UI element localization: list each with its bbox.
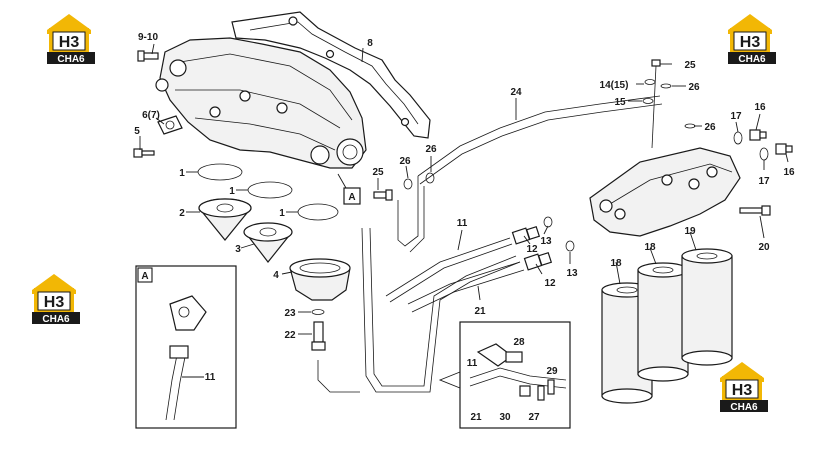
washer-17a [733,131,743,145]
callout-25a: 25 [372,167,384,178]
callout-21: 21 [474,306,486,317]
o-ring-1a [197,163,243,181]
filter-head-manifold [589,147,741,237]
banjo-bolt-25a [373,189,393,201]
logo-top-right: H3 CHA6 [728,14,776,65]
bolt-25b [651,59,661,149]
callout-1c: 1 [279,208,285,219]
return-pipe [317,227,521,393]
gasket-part [231,11,431,139]
filter-cup-4 [289,258,351,301]
plug-16a [749,129,767,141]
leader-lines [139,43,789,335]
svg-text:CHA6: CHA6 [730,402,758,413]
washer-17b [759,147,769,161]
detail-b-frame [459,321,571,429]
callout-labels: 9-10 8 6(7) 5 1 1 1 2 3 4 23 22 A 24 25 … [134,32,795,341]
svg-text:H3: H3 [59,34,80,51]
callout-23: 23 [284,308,296,319]
callout-8: 8 [367,38,373,49]
seal-23 [311,309,325,315]
callout-16a: 16 [754,102,766,113]
detail-a-title: A [141,271,148,282]
bolt-9-10 [137,50,159,62]
svg-text:H3: H3 [740,34,761,51]
callout-6-7: 6(7) [142,110,160,121]
filter-bowl-2 [198,198,252,241]
callout-25b: 25 [684,60,696,71]
pipe-11-21 [385,237,525,313]
detail-b-callout-11: 11 [467,358,478,369]
callout-26c: 26 [688,82,700,93]
washer-13b [565,240,575,252]
callout-9-10: 9-10 [138,32,158,43]
callout-17b: 17 [758,176,770,187]
callout-15: 15 [614,97,626,108]
detail-b-callout-27: 27 [528,412,540,423]
washer-26b [425,172,435,184]
detail-a-frame [135,265,237,429]
screw-5 [133,148,155,158]
detail-a-callout-11: 11 [205,372,216,383]
svg-text:H3: H3 [732,382,753,399]
callout-18b: 18 [644,242,656,253]
logo-top-left: H3 CHA6 [47,14,95,65]
callout-24: 24 [510,87,522,98]
callout-a-main: A [348,192,355,203]
callout-2: 2 [179,208,185,219]
callout-3: 3 [235,244,241,255]
detail-b-callout-30: 30 [499,412,511,423]
callout-11a: 11 [457,218,468,229]
svg-text:CHA6: CHA6 [738,54,766,65]
callout-1b: 1 [229,186,235,197]
callout-4: 4 [273,270,279,281]
callout-20: 20 [758,242,770,253]
callout-17a: 17 [730,111,742,122]
callout-26b: 26 [425,144,437,155]
filter-bowl-3 [243,222,293,263]
filter-cartridge-19 [681,248,733,366]
bolt-20 [739,205,771,216]
washer-14-15 [644,79,656,85]
logo-bottom-right: H3 CHA6 [720,362,768,413]
svg-text:CHA6: CHA6 [42,314,70,325]
oil-pipe-24 [397,95,663,253]
filter-cartridge-18b [637,262,689,382]
fitting-12a [511,225,541,245]
callout-19: 19 [684,226,696,237]
detail-b-callout-28: 28 [513,337,525,348]
sensor-6-7 [157,115,183,135]
callout-26a: 26 [399,156,411,167]
filter-housing-body [155,37,367,169]
callout-26d: 26 [704,122,716,133]
callout-1a: 1 [179,168,185,179]
fitting-12b [523,251,553,271]
o-ring-1b [247,181,293,199]
callout-18a: 18 [610,258,622,269]
detail-b-callout-21: 21 [470,412,482,423]
o-ring-1c [297,203,339,221]
svg-text:H3: H3 [44,294,65,311]
callout-a-box [343,187,361,205]
svg-text:CHA6: CHA6 [57,54,85,65]
logo-mid-left: H3 CHA6 [32,274,80,325]
callout-22: 22 [284,330,296,341]
washer-15 [642,98,654,104]
plug-22 [311,321,326,351]
callout-12b: 12 [544,278,556,289]
callout-12a: 12 [526,244,538,255]
callout-16b: 16 [783,167,795,178]
callout-13b: 13 [566,268,578,279]
plug-16b [775,143,793,155]
washer-13a [543,216,553,228]
washer-26c [660,83,672,89]
washer-26a [403,178,413,190]
callout-14-15: 14(15) [600,80,629,91]
washer-26d [684,123,696,129]
callout-5: 5 [134,126,140,137]
detail-b-callout-29: 29 [546,366,558,377]
callout-13a: 13 [540,236,552,247]
